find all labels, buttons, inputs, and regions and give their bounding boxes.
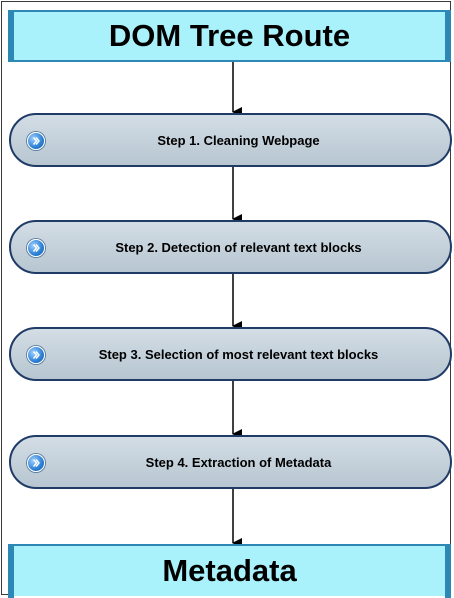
title-text: DOM Tree Route <box>108 18 351 53</box>
step-4-box: Step 4. Extraction of Metadata <box>9 435 452 489</box>
step-2-box: Step 2. Detection of relevant text block… <box>9 220 452 274</box>
chevron-right-circle-icon <box>27 346 45 364</box>
title-banner: DOM Tree Route <box>8 10 451 62</box>
step-2-label: Step 2. Detection of relevant text block… <box>115 239 362 255</box>
step-1-label: Step 1. Cleaning Webpage <box>157 132 320 148</box>
output-text: Metadata <box>162 553 297 588</box>
chevron-right-circle-icon <box>27 132 45 150</box>
step-3-label: Step 3. Selection of most relevant text … <box>98 346 379 362</box>
chevron-right-circle-icon <box>27 239 45 257</box>
step-3-box: Step 3. Selection of most relevant text … <box>9 327 452 381</box>
step-1-box: Step 1. Cleaning Webpage <box>9 113 452 167</box>
chevron-right-circle-icon <box>27 454 45 472</box>
step-4-label: Step 4. Extraction of Metadata <box>145 454 332 470</box>
output-banner: Metadata <box>8 544 451 598</box>
